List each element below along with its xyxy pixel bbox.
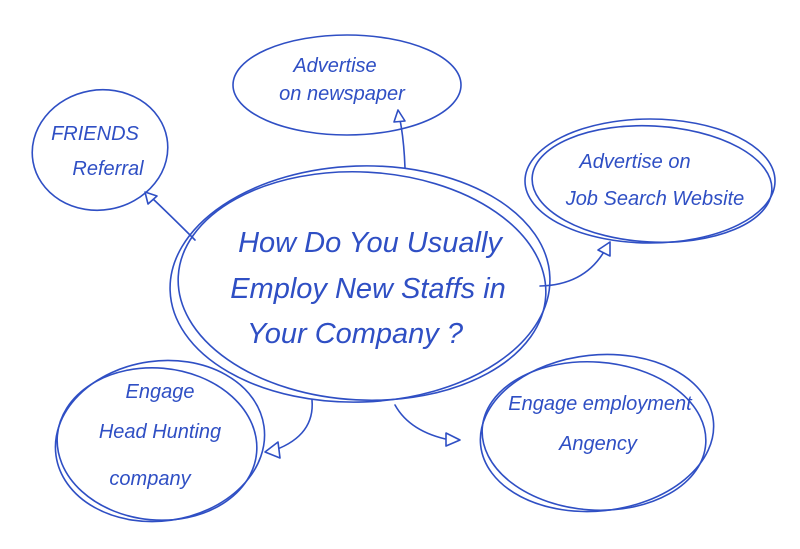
- newspaper-line-2: on newspaper: [279, 83, 406, 105]
- node-employment-agency: Engage employment Angency: [479, 353, 715, 513]
- agency-line-2: Angency: [558, 433, 638, 455]
- head-hunting-line-1: Engage: [126, 381, 195, 403]
- connector-head-hunting: [264, 399, 313, 459]
- central-question-line-3: Your Company ?: [247, 318, 464, 350]
- central-node: How Do You Usually Employ New Staffs in …: [169, 165, 551, 403]
- friends-line-2: Referral: [72, 158, 144, 180]
- node-friends-referral: FRIENDS Referral: [31, 88, 169, 212]
- newspaper-line-1: Advertise: [292, 55, 376, 77]
- connector-friends: [144, 191, 196, 241]
- head-hunting-line-2: Head Hunting: [99, 421, 221, 443]
- central-question-line-1: How Do You Usually: [238, 227, 503, 259]
- agency-line-1: Engage employment: [508, 393, 693, 415]
- node-head-hunting: Engage Head Hunting company: [54, 359, 266, 523]
- connector-job-website: [539, 241, 611, 287]
- node-job-search-website: Advertise on Job Search Website: [524, 118, 776, 244]
- friends-line-1: FRIENDS: [51, 123, 139, 145]
- head-hunting-line-3: company: [109, 468, 191, 490]
- node-advertise-newspaper: Advertise on newspaper: [232, 34, 462, 136]
- job-website-line-1: Advertise on: [578, 151, 690, 173]
- central-question-line-2: Employ New Staffs in: [230, 273, 506, 305]
- connector-newspaper: [393, 109, 406, 169]
- job-website-line-2: Job Search Website: [565, 188, 745, 210]
- connector-agency: [394, 404, 461, 447]
